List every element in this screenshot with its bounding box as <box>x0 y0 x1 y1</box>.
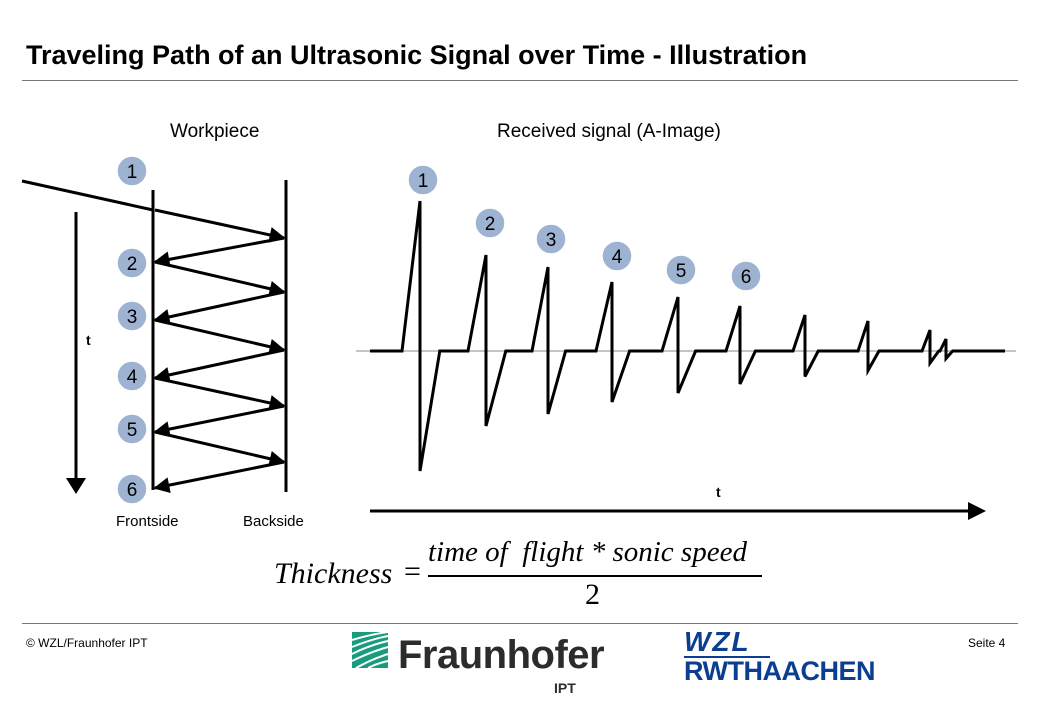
formula-lhs: Thickness <box>274 557 393 590</box>
fraunhofer-logo-text: Fraunhofer <box>398 633 605 677</box>
workpiece-echo-marker-3: 3 <box>116 300 148 332</box>
path-segment <box>153 290 285 325</box>
workpiece-time-label: t <box>86 332 91 348</box>
a-image-heading: Received signal (A-Image) <box>497 121 721 142</box>
incoming-ray <box>21 179 154 212</box>
path-segment <box>153 460 285 493</box>
a-image-time-label: t <box>716 484 721 500</box>
workpiece-echo-marker-5: 5 <box>116 413 148 445</box>
workpiece-time-arrowhead <box>66 478 86 494</box>
svg-text:2: 2 <box>127 254 138 275</box>
a-image-echo-marker-2: 2 <box>474 207 506 239</box>
workpiece-echo-marker-4: 4 <box>116 360 148 392</box>
fraunhofer-emblem <box>351 631 389 669</box>
a-image-pulse-trace <box>370 200 1005 472</box>
a-image-echo-marker-5: 5 <box>665 254 697 286</box>
formula-numerator: time of flight * sonic speed <box>428 536 747 568</box>
workpiece-echo-marker-6: 6 <box>116 473 148 505</box>
ultrasonic-path <box>153 208 286 493</box>
fraunhofer-unit-text: IPT <box>554 680 576 696</box>
rwth-logo-text: RWTHAACHEN <box>684 656 876 686</box>
svg-text:4: 4 <box>127 367 138 388</box>
a-image-echo-marker-6: 6 <box>730 260 762 292</box>
backside-label: Backside <box>243 513 304 530</box>
path-segment <box>153 404 285 437</box>
svg-text:3: 3 <box>127 307 138 328</box>
workpiece-heading: Workpiece <box>170 121 260 142</box>
path-segment <box>153 236 285 268</box>
a-image-echo-marker-1: 1 <box>407 164 439 196</box>
page-number: Seite 4 <box>968 636 1006 650</box>
svg-text:5: 5 <box>676 261 687 282</box>
a-image-signal <box>370 200 1005 472</box>
formula-denominator: 2 <box>585 578 600 611</box>
formula-fraction-bar <box>428 575 762 577</box>
a-image-echo-marker-3: 3 <box>535 223 567 255</box>
svg-text:2: 2 <box>485 214 496 235</box>
a-image-echo-marker-4: 4 <box>601 240 633 272</box>
path-segment <box>154 430 286 467</box>
copyright-text: © WZL/Fraunhofer IPT <box>26 636 148 650</box>
frontside-label: Frontside <box>116 513 179 530</box>
svg-text:5: 5 <box>127 420 138 441</box>
path-segment <box>154 208 286 243</box>
svg-text:6: 6 <box>127 480 138 501</box>
workpiece-echo-marker-1: 1 <box>116 155 148 187</box>
wzl-logo-text: WZL <box>684 626 751 657</box>
path-segment <box>154 260 286 297</box>
formula-equals: = <box>404 555 421 588</box>
path-segment <box>154 376 286 411</box>
title-divider <box>22 80 1018 81</box>
footer-divider <box>22 623 1018 624</box>
svg-text:1: 1 <box>127 162 138 183</box>
path-segment <box>154 318 286 355</box>
svg-text:1: 1 <box>418 171 429 192</box>
svg-text:3: 3 <box>546 230 557 251</box>
path-segment <box>153 348 285 383</box>
page-title: Traveling Path of an Ultrasonic Signal o… <box>26 40 808 70</box>
svg-text:4: 4 <box>612 247 623 268</box>
workpiece-echo-marker-2: 2 <box>116 247 148 279</box>
a-image-time-arrowhead <box>968 502 986 520</box>
svg-text:6: 6 <box>741 267 752 288</box>
